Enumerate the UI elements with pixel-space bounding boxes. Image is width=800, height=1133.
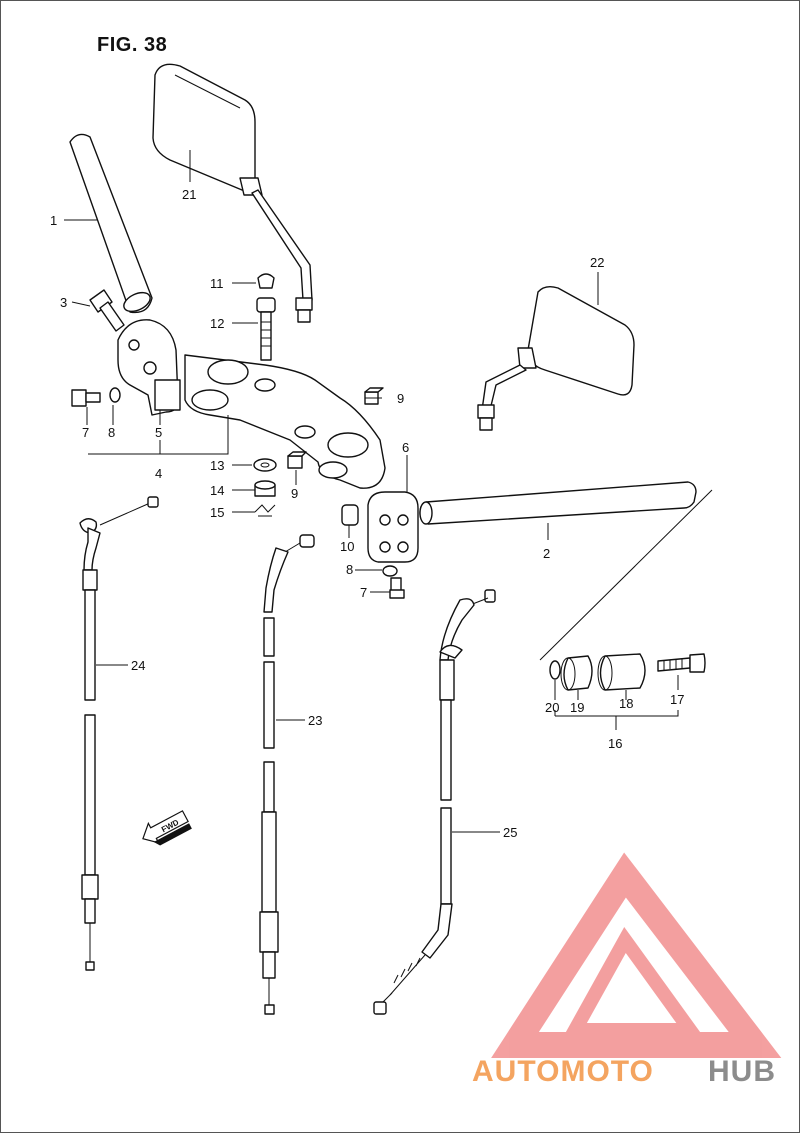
callout-12: 12 (210, 316, 224, 331)
callout-19: 19 (570, 700, 584, 715)
figure-title: FIG. 38 (97, 34, 168, 56)
callout-23: 23 (308, 713, 322, 728)
bar-end-weight-18 (597, 653, 646, 691)
callout-13: 13 (210, 458, 224, 473)
leader-lines (64, 150, 713, 833)
callout-15: 15 (210, 505, 224, 520)
handlebar-bracket (184, 354, 386, 489)
callout-7-left: 7 (82, 425, 89, 440)
right-holder (367, 491, 419, 563)
watermark-text-orange: AUTOMOTO (472, 1055, 654, 1088)
callout-10: 10 (340, 539, 354, 554)
bar-end-rubber-19 (560, 655, 593, 691)
callout-2: 2 (543, 546, 550, 561)
bolt-part-12 (256, 297, 276, 361)
cap-part-11 (257, 273, 275, 289)
callout-24: 24 (131, 658, 145, 673)
callout-5: 5 (155, 425, 162, 440)
bar-end-screw-17 (657, 653, 706, 673)
left-grip (69, 133, 153, 314)
cable-part-24 (79, 496, 159, 971)
callout-9-center: 9 (291, 486, 298, 501)
left-holder (117, 319, 181, 416)
washer-part-8-left (109, 387, 121, 403)
bar-end-washer-20 (549, 660, 561, 680)
watermark-logo (491, 852, 782, 1058)
clip-part-15 (254, 504, 276, 517)
callout-17: 17 (670, 692, 684, 707)
callout-8-left: 8 (108, 425, 115, 440)
forward-direction-badge: FWD (142, 810, 192, 846)
callout-4: 4 (155, 466, 162, 481)
nut-part-10 (341, 504, 359, 526)
callout-14: 14 (210, 483, 224, 498)
callout-labels: 1 2 3 4 5 6 7 7 8 8 9 9 10 11 12 13 14 1… (50, 187, 684, 840)
callout-20: 20 (545, 700, 559, 715)
callout-22: 22 (590, 255, 604, 270)
callout-18: 18 (619, 696, 633, 711)
callout-7-right: 7 (360, 585, 367, 600)
callout-8-right: 8 (346, 562, 353, 577)
watermark-text: AUTOMOTO HUB (472, 1055, 776, 1088)
callout-6: 6 (402, 440, 409, 455)
washer-part-8-right (382, 565, 398, 577)
left-mirror (152, 63, 313, 323)
cap-part-9-center (287, 451, 307, 469)
callout-3: 3 (60, 295, 67, 310)
callout-25: 25 (503, 825, 517, 840)
watermark-text-gray: HUB (708, 1055, 776, 1088)
callout-21: 21 (182, 187, 196, 202)
washer-part-13 (253, 458, 277, 472)
callout-1: 1 (50, 213, 57, 228)
bolt-part-3 (89, 289, 125, 332)
nut-part-14 (254, 480, 276, 497)
cable-part-23 (259, 534, 315, 1015)
handlebar-tube (419, 481, 697, 525)
cap-part-9-right (364, 387, 384, 405)
callout-9-right: 9 (397, 391, 404, 406)
callout-16: 16 (608, 736, 622, 751)
cable-part-25 (373, 589, 496, 1015)
right-mirror (477, 285, 635, 431)
callout-11: 11 (210, 276, 224, 291)
bolt-part-7-right (389, 577, 405, 599)
bolt-part-7-left (71, 389, 101, 407)
